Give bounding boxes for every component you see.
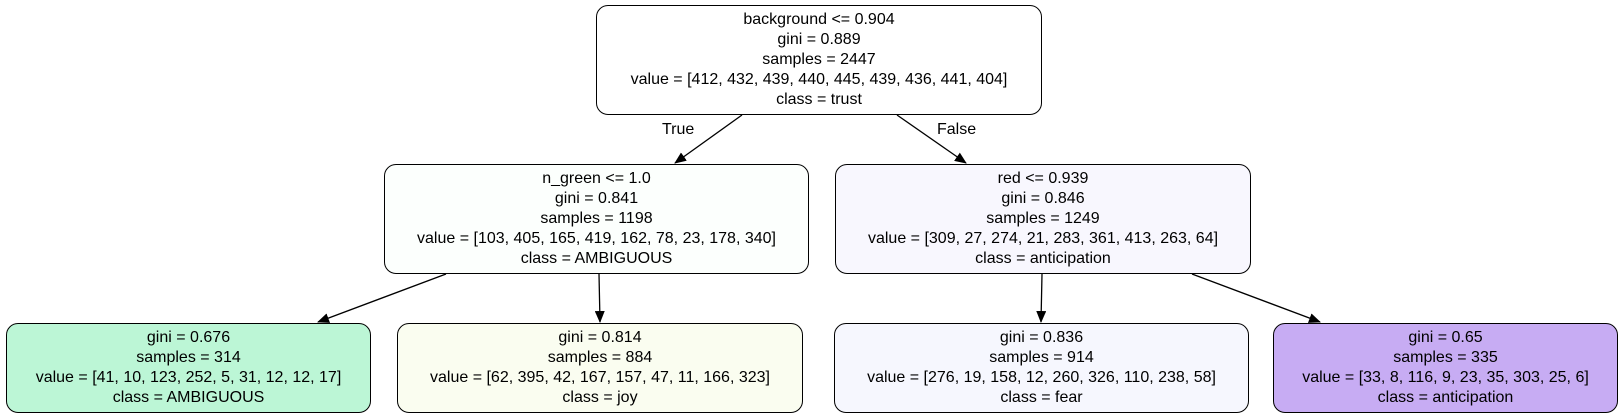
tree-node-root: background <= 0.904 gini = 0.889 samples…: [596, 5, 1042, 115]
edge-label-false: False: [937, 121, 977, 138]
node-gini: gini = 0.846: [1001, 190, 1085, 207]
edge-left-leftright: [594, 273, 605, 323]
node-class: class = anticipation: [1377, 389, 1514, 406]
tree-leaf-right-left: gini = 0.836 samples = 914 value = [276,…: [834, 323, 1249, 413]
node-gini: gini = 0.841: [554, 190, 639, 207]
node-samples: samples = 884: [547, 349, 653, 366]
node-samples: samples = 1198: [540, 210, 653, 227]
node-value: value = [309, 27, 274, 21, 283, 361, 413…: [867, 230, 1219, 247]
node-class: class = joy: [562, 389, 638, 406]
tree-leaf-right-right: gini = 0.65 samples = 335 value = [33, 8…: [1273, 323, 1618, 413]
edge-root-left: [674, 114, 743, 164]
node-value: value = [103, 405, 165, 419, 162, 78, 23…: [417, 230, 776, 247]
tree-leaf-left-right: gini = 0.814 samples = 884 value = [62, …: [397, 323, 803, 413]
edge-root-right: [896, 114, 967, 164]
node-value: value = [33, 8, 116, 9, 23, 35, 303, 25,…: [1302, 369, 1589, 386]
node-class: class = AMBIGUOUS: [112, 389, 265, 406]
node-samples: samples = 314: [136, 349, 241, 366]
node-gini: gini = 0.676: [146, 329, 231, 346]
node-value: value = [412, 432, 439, 440, 445, 439, 4…: [630, 71, 1008, 88]
node-value: value = [62, 395, 42, 167, 157, 47, 11, …: [430, 369, 770, 386]
node-samples: samples = 335: [1393, 349, 1498, 366]
edge-right-rightleft: [1036, 273, 1047, 323]
node-class: class = anticipation: [975, 250, 1111, 267]
tree-node-right: red <= 0.939 gini = 0.846 samples = 1249…: [835, 164, 1251, 274]
edge-right-rightright: [1191, 273, 1321, 323]
node-condition: red <= 0.939: [997, 170, 1089, 187]
node-value: value = [41, 10, 123, 252, 5, 31, 12, 12…: [35, 369, 342, 386]
edge-left-leftleft: [317, 273, 447, 323]
node-samples: samples = 2447: [762, 51, 876, 68]
node-value: value = [276, 19, 158, 12, 260, 326, 110…: [867, 369, 1216, 386]
node-gini: gini = 0.836: [999, 329, 1084, 346]
node-condition: n_green <= 1.0: [542, 170, 651, 187]
tree-leaf-left-left: gini = 0.676 samples = 314 value = [41, …: [6, 323, 371, 413]
node-gini: gini = 0.65: [1408, 329, 1483, 346]
edge-label-true: True: [662, 121, 695, 138]
node-class: class = fear: [1000, 389, 1083, 406]
node-samples: samples = 1249: [986, 210, 1100, 227]
tree-node-left: n_green <= 1.0 gini = 0.841 samples = 11…: [384, 164, 809, 274]
node-class: class = AMBIGUOUS: [520, 250, 673, 267]
node-class: class = trust: [776, 91, 862, 108]
node-condition: background <= 0.904: [743, 11, 895, 28]
node-gini: gini = 0.814: [558, 329, 642, 346]
node-samples: samples = 914: [989, 349, 1094, 366]
node-gini: gini = 0.889: [777, 31, 861, 48]
